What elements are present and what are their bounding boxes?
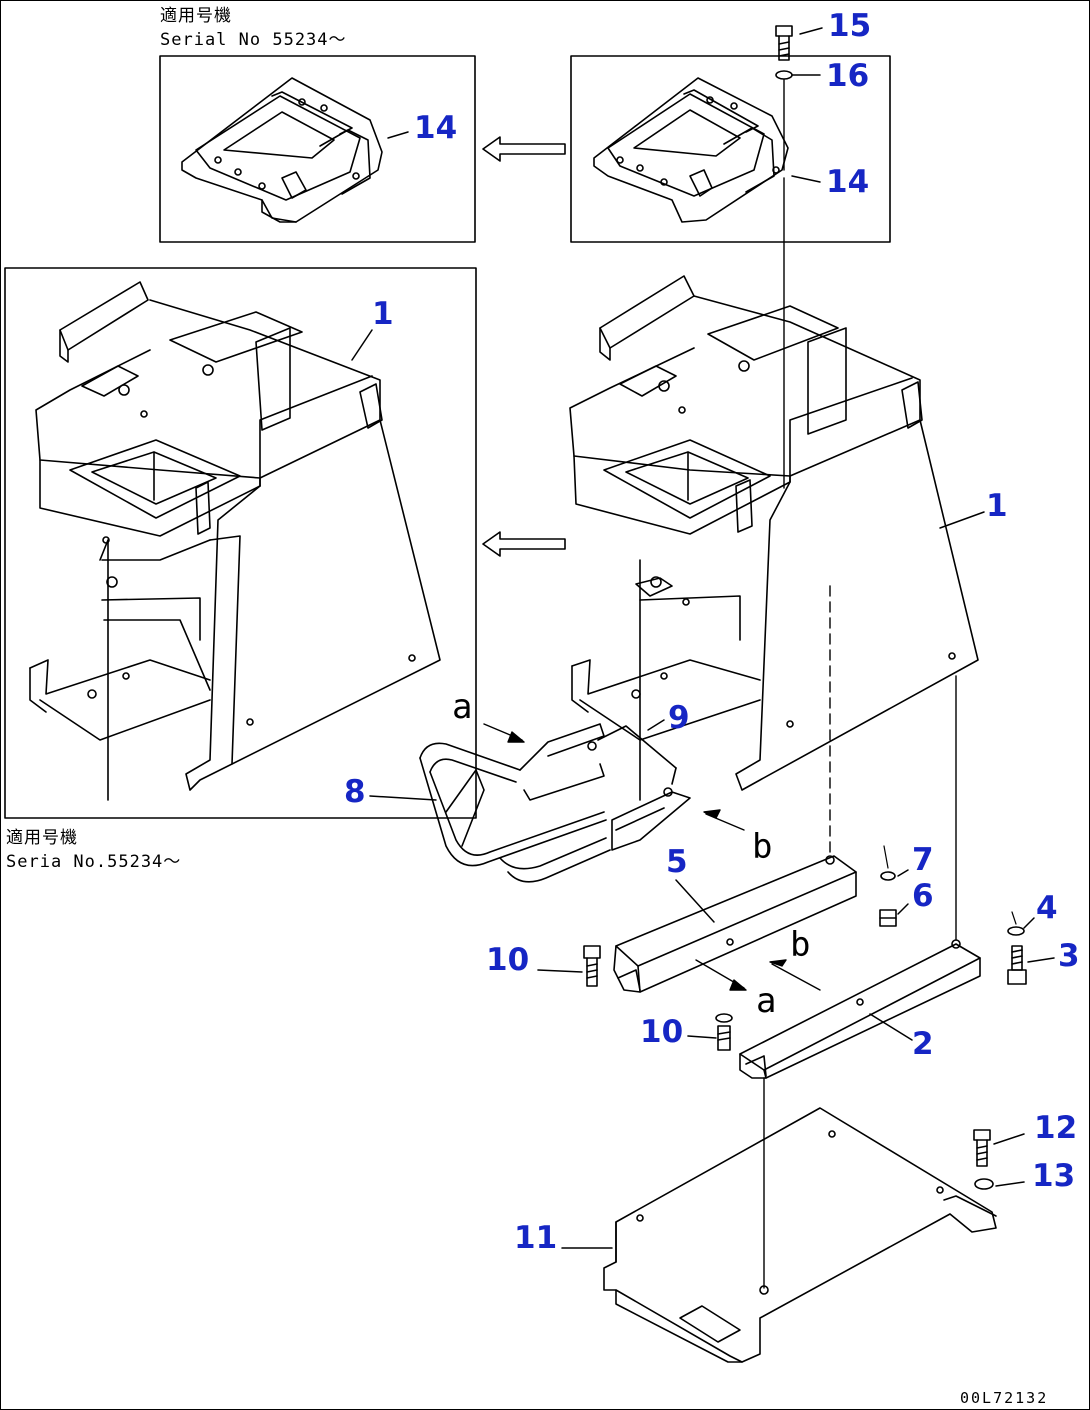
drawing-code: 00L72132 (960, 1389, 1049, 1407)
bolt-3-drawing (1007, 945, 1027, 985)
callout-12[interactable]: 12 (1034, 1110, 1078, 1146)
part-14-left-drawing (181, 77, 383, 223)
nut-bolt-lines (883, 845, 1017, 925)
callout-2[interactable]: 2 (912, 1026, 934, 1062)
bolt-10-lower-drawing (715, 1013, 733, 1051)
ref-letter-a-low: a (756, 981, 777, 1021)
leader-lines (351, 27, 1055, 1249)
inset-box-top-right (570, 55, 891, 243)
washer-16-drawing (775, 70, 793, 80)
callout-3[interactable]: 3 (1058, 938, 1080, 974)
serial-number-mid: Seria No.55234～ (6, 852, 182, 872)
callout-4[interactable]: 4 (1036, 890, 1058, 926)
part-1-left-drawing (29, 281, 441, 801)
ref-letter-b-mid: b (752, 827, 773, 867)
callout-7[interactable]: 7 (912, 842, 934, 878)
callout-5[interactable]: 5 (666, 844, 688, 880)
washer-13-drawing (974, 1178, 994, 1190)
washer-7-drawing (880, 871, 896, 881)
applicable-label-top: 適用号機 (160, 6, 232, 26)
callout-9[interactable]: 9 (668, 700, 690, 736)
part-11-drawing (603, 1107, 997, 1363)
callout-10-upper[interactable]: 10 (486, 942, 530, 978)
hollow-arrow-top (482, 136, 566, 162)
callout-6[interactable]: 6 (912, 878, 934, 914)
part-8-drawing (419, 723, 691, 883)
inset-box-mid-left (4, 267, 477, 819)
part-5-drawing (613, 855, 857, 993)
part-1-right-drawing (569, 275, 979, 801)
callout-8[interactable]: 8 (344, 774, 366, 810)
applicable-label-mid: 適用号機 (6, 828, 78, 848)
callout-11[interactable]: 11 (514, 1220, 558, 1256)
callout-16[interactable]: 16 (826, 58, 870, 94)
part-2-drawing (739, 939, 981, 1079)
bolt-12-drawing (973, 1129, 991, 1167)
callout-13[interactable]: 13 (1032, 1158, 1076, 1194)
bolt-15-drawing (775, 25, 793, 61)
serial-number-top: Serial No 55234～ (160, 30, 347, 50)
assembly-lines (763, 79, 957, 1289)
hollow-arrow-mid (482, 531, 566, 557)
bolt-10-upper-drawing (583, 945, 601, 987)
callout-14-right[interactable]: 14 (826, 164, 870, 200)
inset-box-top-left (159, 55, 476, 243)
part-9-lines (597, 725, 677, 785)
ref-letter-b-low: b (790, 925, 811, 965)
ref-letter-a-top: a (452, 687, 473, 727)
direction-arrows (483, 723, 821, 991)
callout-15[interactable]: 15 (828, 8, 872, 44)
nut-6-drawing (879, 909, 897, 927)
callout-10-lower[interactable]: 10 (640, 1014, 684, 1050)
callout-14-left[interactable]: 14 (414, 110, 458, 146)
callout-1-left[interactable]: 1 (372, 296, 394, 332)
washer-4-drawing (1007, 926, 1025, 936)
part-14-right-drawing (593, 77, 789, 223)
callout-1-right[interactable]: 1 (986, 488, 1008, 524)
